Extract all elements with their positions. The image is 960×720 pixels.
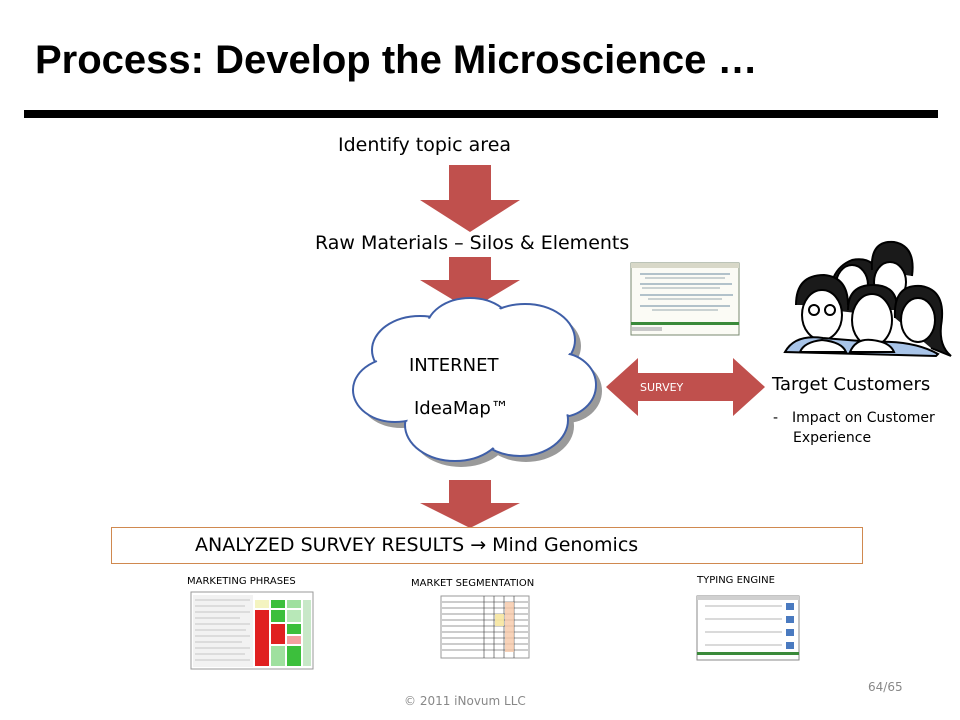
analyzed-results-box xyxy=(111,527,863,564)
marketing-phrases-label: MARKETING PHRASES xyxy=(187,576,296,587)
down-arrow-1 xyxy=(420,165,520,232)
people-group-illustration xyxy=(783,240,952,358)
cloud-label-internet: INTERNET xyxy=(409,355,499,376)
target-customers-title: Target Customers xyxy=(772,374,931,395)
target-bullet-line1: Impact on Customer xyxy=(792,410,935,426)
down-arrow-3 xyxy=(420,480,520,528)
copyright-footer: © 2011 iNovum LLC xyxy=(404,694,526,708)
survey-arrow-label: SURVEY xyxy=(640,381,684,394)
typing-engine-thumbnail xyxy=(696,595,800,661)
down-arrow-2 xyxy=(420,257,520,310)
marketing-phrases-thumbnail xyxy=(190,591,314,670)
target-bullet-dash: - xyxy=(773,410,779,426)
analyzed-results-label: ANALYZED SURVEY RESULTS → Mind Genomics xyxy=(195,534,639,556)
survey-screenshot-thumbnail xyxy=(630,262,740,336)
cloud-fill xyxy=(355,300,594,459)
market-segmentation-label: MARKET SEGMENTATION xyxy=(411,578,535,589)
step-raw-materials: Raw Materials – Silos & Elements xyxy=(315,232,630,254)
market-segmentation-thumbnail xyxy=(440,595,530,659)
target-bullet-line2: Experience xyxy=(793,430,872,446)
page-number: 64/65 xyxy=(868,680,903,694)
typing-engine-label: TYPING ENGINE xyxy=(697,575,775,586)
survey-double-arrow xyxy=(606,358,765,416)
step-identify-topic: Identify topic area xyxy=(338,134,512,156)
title-divider xyxy=(24,110,938,118)
page-title: Process: Develop the Microscience … xyxy=(35,38,758,82)
cloud-label-ideamap: IdeaMap™ xyxy=(414,398,509,419)
